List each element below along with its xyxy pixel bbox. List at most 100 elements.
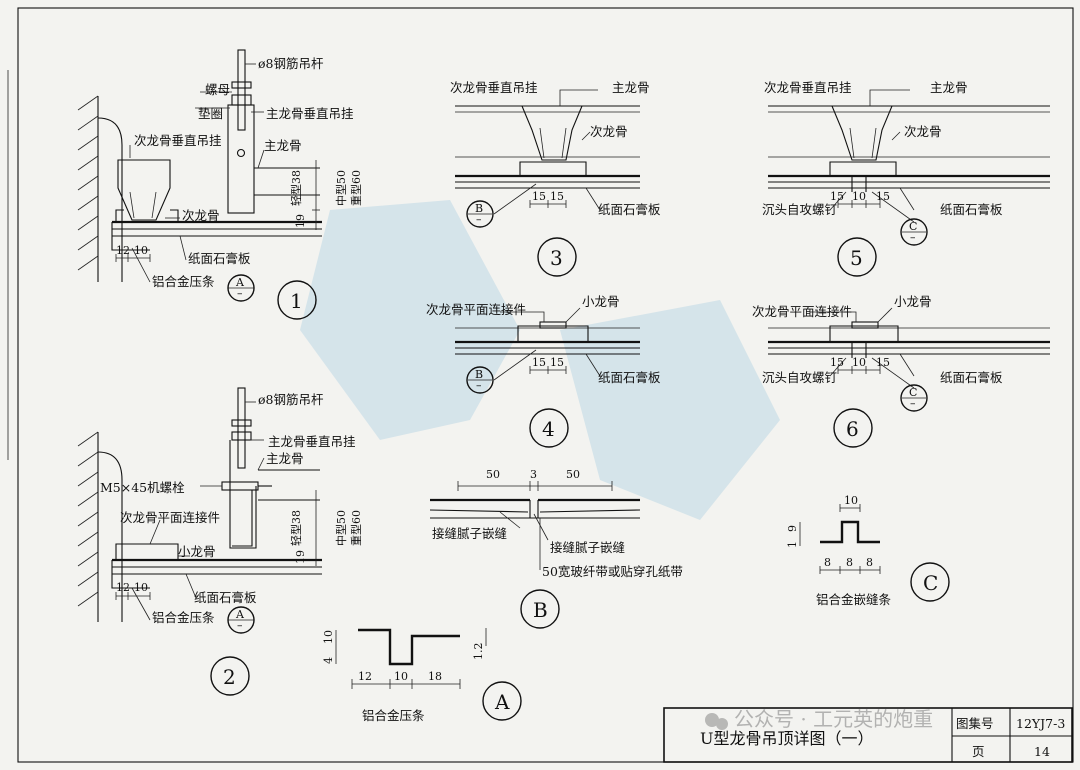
mark-a-1: A	[235, 276, 245, 289]
label-heavy-1: 重型60	[349, 170, 363, 206]
detail-number-6	[833, 408, 873, 448]
mark-b-4-dash: –	[476, 379, 482, 392]
label-sec-keel-1: 次龙骨	[182, 208, 220, 223]
dim-12-a: 12	[358, 670, 372, 683]
dim-3-b: 3	[530, 468, 537, 481]
label-sec-keel-3: 次龙骨	[590, 124, 628, 139]
label-al-strip-1: 铝合金压条	[152, 274, 215, 289]
label-main-keel-1: 主龙骨	[264, 138, 302, 153]
detail-6	[768, 307, 1050, 399]
mark-c-5-dash: –	[910, 231, 916, 244]
dim-15b-5: 15	[876, 190, 890, 203]
label-sec-plane-conn-2: 次龙骨平面连接件	[120, 510, 220, 525]
dim-10-1: 10	[134, 244, 148, 257]
detail-3	[455, 89, 640, 215]
mark-c-6-dash: –	[910, 397, 916, 410]
atlas-label: 图集号	[956, 716, 994, 731]
label-light-1: 轻型38	[289, 170, 303, 206]
detail-5	[768, 89, 1050, 233]
label-main-keel-2: 主龙骨	[266, 451, 304, 466]
label-sec-plane-conn-4: 次龙骨平面连接件	[426, 302, 526, 317]
dim-15a-5: 15	[830, 190, 844, 203]
section-mark-c-6	[900, 384, 928, 412]
label-al-strip-2: 铝合金压条	[152, 610, 215, 625]
mark-a-2: A	[235, 608, 245, 621]
detail-number-3-text: 3	[550, 246, 563, 270]
sheet-border	[17, 7, 1074, 763]
label-light-2: 轻型38	[289, 510, 303, 546]
label-al-joint-strip: 铝合金嵌缝条	[816, 592, 892, 607]
detail-letter-b	[520, 589, 560, 629]
label-board-6: 纸面石膏板	[940, 370, 1003, 385]
label-main-hanger-1: 主龙骨垂直吊挂	[266, 106, 354, 121]
dim-10-2: 10	[134, 581, 148, 594]
detail-number-3	[537, 237, 577, 277]
label-board-2: 纸面石膏板	[194, 590, 257, 605]
dim-12-1: 12	[116, 244, 130, 257]
mark-b-3: B	[475, 202, 483, 215]
dim-8c-c: 8	[866, 556, 873, 569]
detail-number-6-text: 6	[846, 417, 859, 441]
dim-8b-c: 8	[846, 556, 853, 569]
dim-15a-4: 15	[532, 356, 546, 369]
label-board-1: 纸面石膏板	[188, 251, 251, 266]
label-tape: 50宽玻纤带或贴穿孔纸带	[542, 564, 683, 579]
label-heavy-2: 重型60	[349, 510, 363, 546]
label-small-keel-6: 小龙骨	[894, 294, 932, 309]
detail-b-joint	[429, 481, 641, 570]
label-putty-1: 接缝腻子嵌缝	[432, 526, 507, 541]
dim-12-2: 12	[116, 581, 130, 594]
label-al-strip-a: 铝合金压条	[362, 708, 425, 723]
detail-c-strip	[799, 504, 881, 574]
mark-c-6: C	[909, 386, 917, 399]
mark-b-4: B	[475, 368, 483, 381]
detail-number-5	[837, 237, 877, 277]
dim-1-2-a: 1.2	[472, 643, 485, 661]
section-mark-b-4	[466, 366, 494, 394]
section-mark-a-1	[227, 274, 255, 302]
dim-15a-6: 15	[830, 356, 844, 369]
wechat-watermark	[705, 713, 728, 730]
mark-c-5: C	[909, 220, 917, 233]
dim-50b-b: 50	[566, 468, 580, 481]
dim-19-2: 19	[294, 550, 307, 564]
dim-10-5: 10	[852, 190, 866, 203]
dim-10-6: 10	[852, 356, 866, 369]
label-sec-hanger-5: 次龙骨垂直吊挂	[764, 80, 852, 95]
detail-number-2-text: 2	[223, 665, 236, 689]
mark-b-3-dash: –	[476, 213, 482, 226]
detail-number-5-text: 5	[850, 246, 863, 270]
label-main-hanger-2: 主龙骨垂直吊挂	[268, 434, 356, 449]
dim-4-a: 4	[322, 657, 335, 664]
title-block	[663, 707, 1073, 763]
detail-letter-a-text: A	[494, 690, 510, 714]
label-rod-1: ø8钢筋吊杆	[258, 56, 324, 71]
detail-letter-a	[482, 681, 522, 721]
detail-number-4-text: 4	[542, 417, 555, 441]
detail-letter-c	[910, 562, 950, 602]
label-small-keel-2: 小龙骨	[178, 544, 216, 559]
label-screw-5: 沉头自攻螺钉	[762, 202, 838, 217]
label-sec-hanger-1: 次龙骨垂直吊挂	[134, 133, 222, 148]
detail-2	[77, 387, 322, 622]
mark-a-1-dash: –	[237, 287, 243, 300]
label-main-keel-3: 主龙骨	[612, 80, 650, 95]
label-small-keel-4: 小龙骨	[582, 294, 620, 309]
label-board-4: 纸面石膏板	[598, 370, 661, 385]
label-medium-2: 中型50	[334, 510, 348, 546]
dim-15a-3: 15	[532, 190, 546, 203]
detail-number-2	[210, 656, 250, 696]
label-sec-hanger-3: 次龙骨垂直吊挂	[450, 80, 538, 95]
detail-letter-b-text: B	[533, 598, 548, 622]
label-putty-2: 接缝腻子嵌缝	[550, 540, 625, 555]
section-mark-a-2	[227, 606, 255, 634]
dim-1-c: 1	[786, 541, 799, 548]
label-bolt: M5×45机螺栓	[100, 480, 185, 495]
label-screw-6: 沉头自攻螺钉	[762, 370, 838, 385]
dim-18-a: 18	[428, 670, 442, 683]
dim-10v-a: 10	[322, 630, 335, 644]
section-mark-b-3	[466, 200, 494, 228]
label-sec-plane-conn-6: 次龙骨平面连接件	[752, 304, 852, 319]
dim-50a-b: 50	[486, 468, 500, 481]
